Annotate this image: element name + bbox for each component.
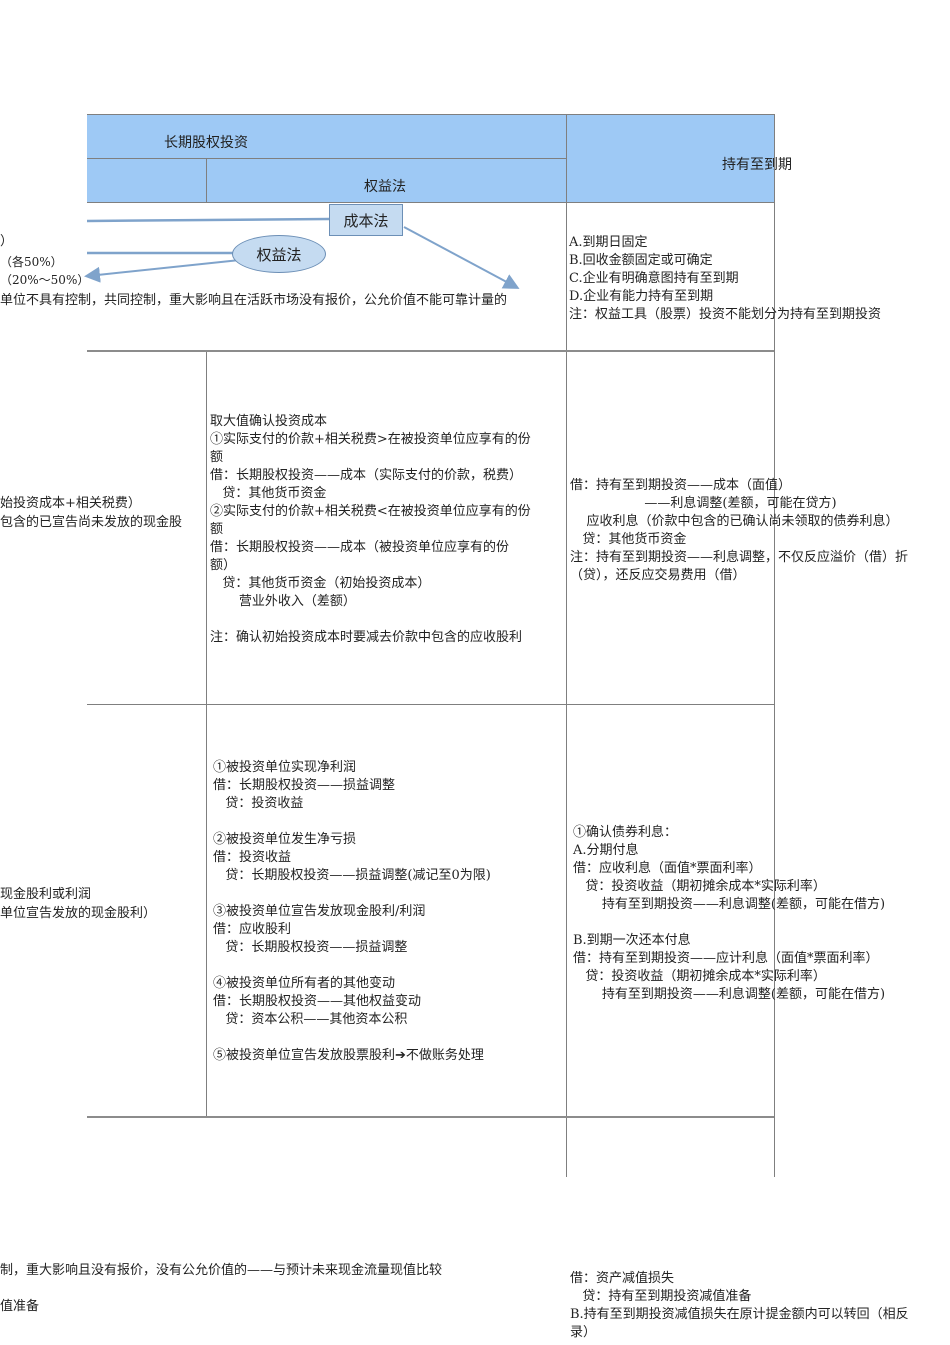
entry-line: 借：长期股权投资——其他权益变动 xyxy=(213,994,422,1009)
left-fragment-r2-0: 始投资成本+相关税费） xyxy=(0,496,141,511)
header-equity-label: 权益法 xyxy=(364,179,406,195)
entry-line: A.分期付息 xyxy=(573,843,639,858)
entry-spacer xyxy=(213,1029,491,1047)
cost-method-box: 成本法 xyxy=(329,204,403,236)
header-left-subcell xyxy=(87,159,206,202)
equity-method-ellipse: 权益法 xyxy=(232,235,326,273)
header-mid-border xyxy=(87,158,567,159)
entry-line: 贷：长期股权投资——损益调整 xyxy=(213,940,408,955)
entry-line: 贷：其他货币资金（初始投资成本） xyxy=(210,576,431,591)
entry-line: ④被投资单位所有者的其他变动 xyxy=(213,976,396,991)
entry-line: 贷：其他货币资金 xyxy=(570,532,687,547)
htm-conditions: A.到期日固定 B.回收金额固定或可确定 C.企业有明确意图持有至到期 D.企业… xyxy=(569,234,881,324)
entry-line: 贷：投资收益 xyxy=(213,796,304,811)
entry-line: B.持有至到期投资减值损失在原计提金额内可以转回（相反 xyxy=(570,1307,909,1322)
left-fragment-r1-3: 单位不具有控制，共同控制，重大影响且在活跃市场没有报价，公允价值不能可靠计量的 xyxy=(0,293,508,308)
entry-line: 借：持有至到期投资——成本（面值） xyxy=(570,478,792,493)
entry-line: ⑤被投资单位宣告发放股票股利➔不做账务处理 xyxy=(213,1048,484,1063)
entry-line: ①被投资单位实现净利润 xyxy=(213,760,357,775)
htm-initial-measurement: 借：持有至到期投资——成本（面值） ——利息调整(差额，可能在贷方) 应收利息（… xyxy=(570,477,908,585)
header-top-border xyxy=(87,114,774,115)
entry-line: 持有至到期投资——利息调整(差额，可能在借方) xyxy=(573,987,886,1002)
header-htm-cell xyxy=(567,115,774,202)
left-fragment-r1-2: （20%～50%） xyxy=(0,273,90,287)
equity-initial-measurement: 取大值确认投资成本 ①实际支付的价款+相关税费>在被投资单位应享有的份 额 借：… xyxy=(210,413,531,647)
entry-line: ①实际支付的价款+相关税费>在被投资单位应享有的份 xyxy=(210,432,531,447)
col-divider-a-body xyxy=(206,351,207,1117)
entry-line: 贷：投资收益（期初摊余成本*实际利率） xyxy=(573,879,826,894)
left-fragment-r3-0: 现金股利或利润 xyxy=(0,887,92,902)
entry-line: 借：应收利息（面值*票面利率） xyxy=(573,861,762,876)
entry-line: 额） xyxy=(210,558,237,573)
entry-line: ——利息调整(差额，可能在贷方) xyxy=(570,496,837,511)
entry-line: 贷：资本公积——其他资本公积 xyxy=(213,1012,408,1027)
arrow-cost-left xyxy=(86,217,330,223)
header-long-term-cell xyxy=(87,115,566,158)
entry-line: 持有至到期投资——利息调整(差额，可能在借方) xyxy=(573,897,886,912)
htm-condition: C.企业有明确意图持有至到期 xyxy=(569,271,739,286)
entry-line: 借：应收股利 xyxy=(213,922,292,937)
header-long-term-label: 长期股权投资 xyxy=(164,135,248,151)
entry-line: ①确认债券利息： xyxy=(573,825,678,840)
entry-line: ③被投资单位宣告发放现金股利/利润 xyxy=(213,904,426,919)
arrow-equity-lower xyxy=(84,259,241,283)
entry-line: 借：长期股权投资——成本（实际支付的价款，税费） xyxy=(210,468,523,483)
col-divider-b xyxy=(566,114,567,1177)
entry-spacer xyxy=(213,813,491,831)
arrow-cost-right xyxy=(403,226,520,289)
entry-line: 取大值确认投资成本 xyxy=(210,414,328,429)
left-fragment-r2-1: 包含的已宣告尚未发放的现金股 xyxy=(0,515,183,530)
row-divider-1 xyxy=(87,350,774,352)
entry-line: 录） xyxy=(570,1325,597,1340)
htm-condition: A.到期日固定 xyxy=(569,235,648,250)
entry-note: 注：持有至到期投资——利息调整，不仅反应溢价（借）折 xyxy=(570,550,909,565)
row-divider-2 xyxy=(87,704,774,705)
left-fragment-r3-1: 单位宣告发放的现金股利） xyxy=(0,906,157,921)
entry-line: B.到期一次还本付息 xyxy=(573,933,691,948)
header-htm-label: 持有至到期 xyxy=(722,157,792,173)
htm-impairment: 借：资产减值损失 贷：持有至到期投资减值准备 B.持有至到期投资减值损失在原计提… xyxy=(570,1270,909,1342)
htm-condition: B.回收金额固定或可确定 xyxy=(569,253,713,268)
entry-line: 借：投资收益 xyxy=(213,850,292,865)
col-divider-a xyxy=(206,159,207,203)
entry-line: 应收利息（价款中包含的已确认尚未领取的债券利息） xyxy=(570,514,899,529)
col-divider-c xyxy=(774,114,775,1177)
entry-line: ②实际支付的价款+相关税费<在被投资单位应享有的份 xyxy=(210,504,531,519)
entry-line: 贷：其他货币资金 xyxy=(210,486,327,501)
left-fragment-r1-0: ） xyxy=(0,234,14,249)
entry-spacer xyxy=(573,914,885,932)
htm-condition-note: 注：权益工具（股票）投资不能划分为持有至到期投资 xyxy=(569,307,882,322)
left-fragment-bottom-0: 制，重大影响且没有报价，没有公允价值的——与预计未来现金流量现值比较 xyxy=(0,1263,443,1278)
left-fragment-bottom-1: 值准备 xyxy=(0,1299,40,1314)
htm-condition: D.企业有能力持有至到期 xyxy=(569,289,714,304)
entry-line: 贷：投资收益（期初摊余成本*实际利率） xyxy=(573,969,826,984)
entry-line: 贷：持有至到期投资减值准备 xyxy=(570,1289,752,1304)
entry-line: 借：长期股权投资——成本（被投资单位应享有的份 xyxy=(210,540,510,555)
row-divider-3 xyxy=(87,1116,774,1118)
header-equity-cell xyxy=(207,159,566,202)
entry-spacer xyxy=(213,957,491,975)
entry-line: 借：长期股权投资——损益调整 xyxy=(213,778,396,793)
equity-subsequent-measurement: ①被投资单位实现净利润 借：长期股权投资——损益调整 贷：投资收益 ②被投资单位… xyxy=(213,759,491,1065)
entry-line: 额 xyxy=(210,450,224,465)
entry-line: ②被投资单位发生净亏损 xyxy=(213,832,357,847)
left-fragment-r1-1: （各50%） xyxy=(0,255,63,269)
entry-spacer xyxy=(210,611,531,629)
entry-spacer xyxy=(213,885,491,903)
entry-note: 注：确认初始投资成本时要减去价款中包含的应收股利 xyxy=(210,630,523,645)
header-bottom-border xyxy=(87,202,774,203)
entry-line: 贷：长期股权投资——损益调整(减记至0为限) xyxy=(213,868,491,883)
entry-line: 借：资产减值损失 xyxy=(570,1271,675,1286)
entry-note: （贷），还反应交易费用（借） xyxy=(570,568,746,583)
entry-line: 额 xyxy=(210,522,224,537)
htm-subsequent-measurement: ①确认债券利息： A.分期付息 借：应收利息（面值*票面利率） 贷：投资收益（期… xyxy=(573,824,885,1004)
entry-line: 营业外收入（差额） xyxy=(210,594,356,609)
entry-line: 借：持有至到期投资——应计利息（面值*票面利率） xyxy=(573,951,879,966)
